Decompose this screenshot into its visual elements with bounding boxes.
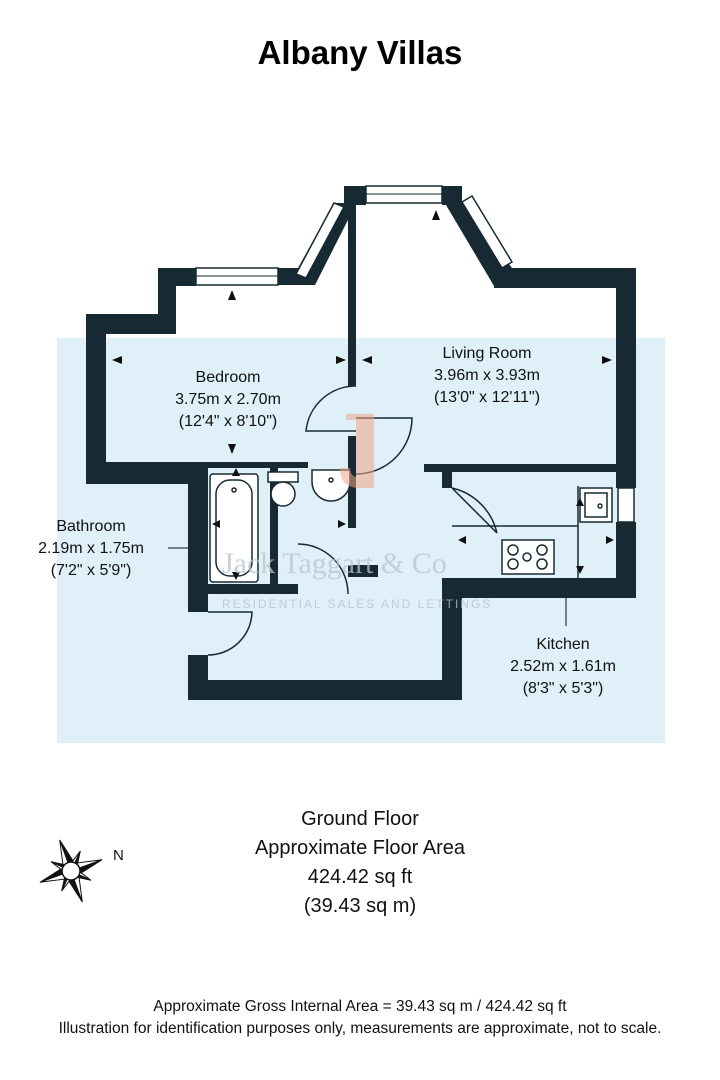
bedroom-metric: 3.75m x 2.70m	[175, 391, 281, 408]
disclaimer: Illustration for identification purposes…	[58, 1020, 662, 1037]
watermark-tagline: RESIDENTIAL SALES AND LETTINGS	[222, 597, 492, 611]
floor-summary: Ground Floor Approximate Floor Area 424.…	[0, 805, 720, 921]
floor-name: Ground Floor	[301, 808, 419, 830]
compass-rose-icon	[39, 839, 103, 903]
toilet-icon	[267, 471, 299, 483]
room-label-living-room: Living Room 3.96m x 3.93m (13'0" x 12'11…	[434, 345, 540, 406]
kitchen-imperial: (8'3" x 5'3")	[523, 680, 604, 697]
area-sqm: (39.43 sq m)	[303, 895, 417, 917]
area-label: Approximate Floor Area	[254, 837, 466, 859]
plan-title: Albany Villas	[257, 34, 463, 71]
room-label-bathroom: Bathroom 2.19m x 1.75m (7'2" x 5'9")	[38, 518, 144, 579]
kitchen-metric: 2.52m x 1.61m	[510, 658, 616, 675]
bathroom-fittings	[209, 469, 351, 583]
footer: Approximate Gross Internal Area = 39.43 …	[0, 996, 720, 1040]
floor-plan: Jack Taggart & Co RESIDENTIAL SALES AND …	[38, 185, 665, 743]
gross-area-note: Approximate Gross Internal Area = 39.43 …	[153, 998, 567, 1015]
room-label-kitchen: Kitchen 2.52m x 1.61m (8'3" x 5'3")	[510, 636, 616, 697]
dimension-markers	[112, 210, 614, 580]
bedroom-name: Bedroom	[196, 369, 261, 386]
area-sqft: 424.42 sq ft	[307, 866, 413, 888]
kitchen-fittings	[452, 486, 613, 578]
living-room-metric: 3.96m x 3.93m	[434, 367, 540, 384]
living-room-imperial: (13'0" x 12'11")	[434, 389, 540, 406]
north-label: N	[113, 847, 124, 864]
watermark-logo	[340, 414, 374, 488]
kitchen-name: Kitchen	[536, 636, 589, 653]
bathroom-metric: 2.19m x 1.75m	[38, 540, 144, 557]
watermark-brand: Jack Taggart & Co	[222, 547, 447, 580]
bedroom-imperial: (12'4" x 8'10")	[179, 413, 277, 430]
living-room-name: Living Room	[443, 345, 532, 362]
walls	[86, 185, 636, 700]
bathroom-imperial: (7'2" x 5'9")	[51, 562, 132, 579]
bathroom-name: Bathroom	[56, 518, 125, 535]
leader-lines	[168, 547, 567, 626]
highlight-area	[57, 338, 665, 743]
room-label-bedroom: Bedroom 3.75m x 2.70m (12'4" x 8'10")	[175, 369, 281, 430]
